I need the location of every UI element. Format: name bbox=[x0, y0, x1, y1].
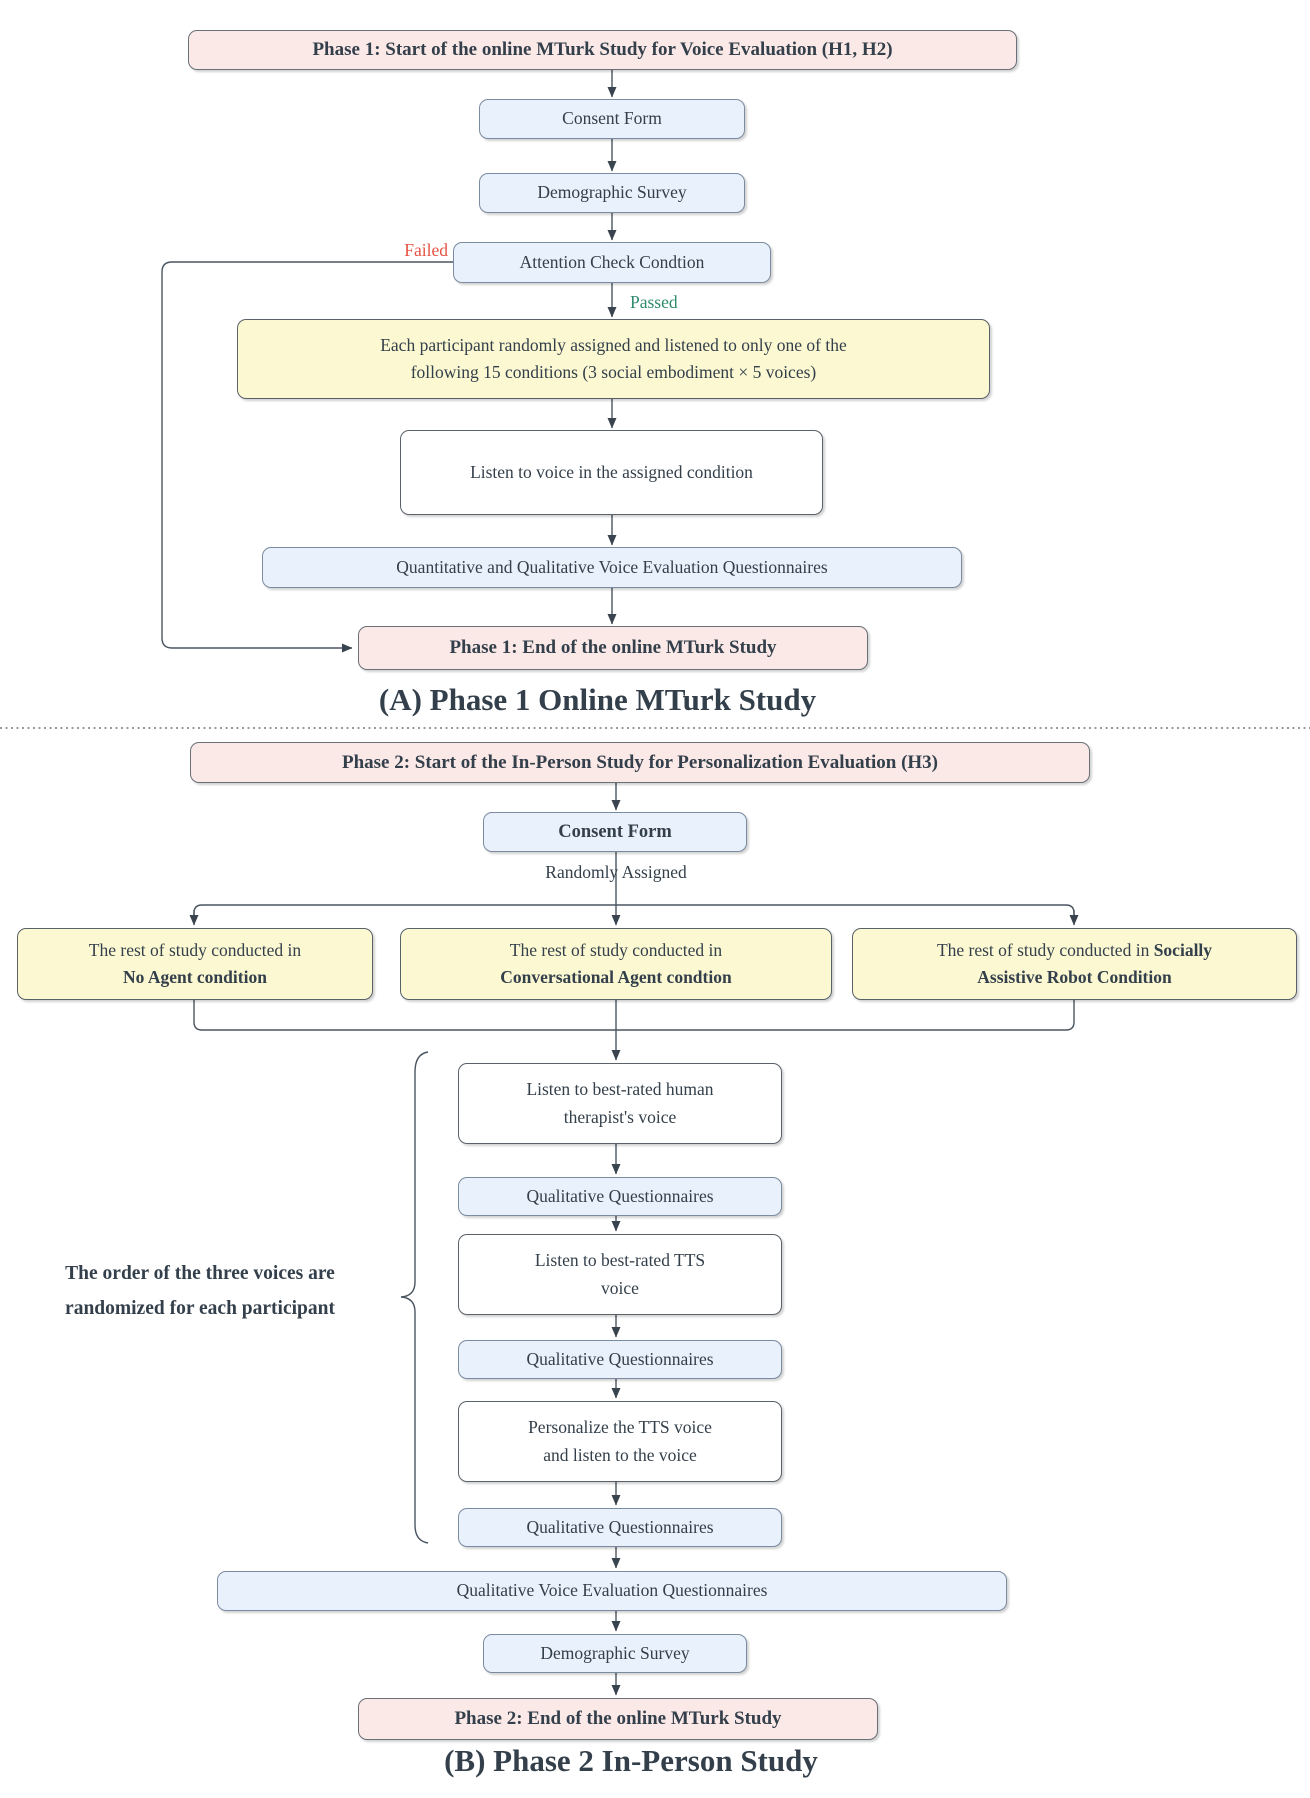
branch1-line1: The rest of study conducted in bbox=[88, 939, 302, 960]
phase1-section-title: (A) Phase 1 Online MTurk Study bbox=[0, 682, 1195, 718]
phase2-qualitative1-node: Qualitative Questionnaires bbox=[458, 1177, 782, 1216]
phase1-listen-node: Listen to voice in the assigned conditio… bbox=[400, 430, 823, 515]
branch2-line2-bold: Conversational Agent condtion bbox=[500, 967, 732, 987]
passed-text: Passed bbox=[630, 292, 678, 312]
phase1-questionnaires-node: Quantitative and Qualitative Voice Evalu… bbox=[262, 547, 962, 588]
order-note-line2: randomized for each participant bbox=[65, 1298, 335, 1320]
line-p2-branch-horizontal bbox=[193, 904, 1075, 916]
listen-tts-line1: Listen to best-rated TTS bbox=[534, 1250, 706, 1271]
phase1-attention-check-label: Attention Check Condtion bbox=[519, 251, 705, 272]
listen-human-line2: therapist's voice bbox=[563, 1106, 677, 1127]
phase2-start-label: Phase 2: Start of the In-Person Study fo… bbox=[341, 751, 939, 773]
phase2-start-node: Phase 2: Start of the In-Person Study fo… bbox=[190, 742, 1090, 783]
branch3-line1-bold: Socially bbox=[1153, 939, 1213, 960]
phase2-listen-human-node: Listen to best-rated human therapist's v… bbox=[458, 1063, 782, 1144]
arrow-p1-failed-loop bbox=[161, 261, 453, 653]
phase1-attention-check-node: Attention Check Condtion bbox=[453, 242, 771, 283]
listen-tts-line2: voice bbox=[601, 1277, 639, 1298]
phase2-branch-robot-node: The rest of study conducted in Socially … bbox=[852, 928, 1297, 1000]
phase2-listen-tts-node: Listen to best-rated TTS voice bbox=[458, 1234, 782, 1315]
phase2-end-node: Phase 2: End of the online MTurk Study bbox=[358, 1698, 878, 1740]
line-p2-merge bbox=[193, 1000, 1075, 1031]
phase1-demographic-label: Demographic Survey bbox=[537, 182, 687, 203]
qualitative2-label: Qualitative Questionnaires bbox=[526, 1348, 714, 1369]
phase2-end-label: Phase 2: End of the online MTurk Study bbox=[454, 1708, 782, 1730]
personalize-line2: and listen to the voice bbox=[543, 1444, 697, 1465]
phase1-start-label: Phase 1: Start of the online MTurk Study… bbox=[312, 39, 893, 61]
phase1-consent-node: Consent Form bbox=[479, 99, 745, 139]
qualitative3-label: Qualitative Questionnaires bbox=[526, 1516, 714, 1537]
assignment-line2: following 15 conditions (3 social embodi… bbox=[410, 362, 817, 382]
qualitative1-label: Qualitative Questionnaires bbox=[526, 1185, 714, 1206]
phase2-section-title-text: (B) Phase 2 In-Person Study bbox=[444, 1743, 818, 1778]
phase1-end-node: Phase 1: End of the online MTurk Study bbox=[358, 626, 868, 670]
assignment-line1: Each participant randomly assigned and l… bbox=[380, 334, 847, 355]
phase2-consent-node: Consent Form bbox=[483, 812, 747, 852]
phase2-qualitative2-node: Qualitative Questionnaires bbox=[458, 1340, 782, 1379]
phase2-consent-label: Consent Form bbox=[558, 821, 672, 842]
passed-edge-label: Passed bbox=[630, 292, 750, 313]
phase2-qualitative3-node: Qualitative Questionnaires bbox=[458, 1508, 782, 1547]
phase1-end-label: Phase 1: End of the online MTurk Study bbox=[449, 637, 777, 659]
phase2-branch-conversational-agent-node: The rest of study conducted in Conversat… bbox=[400, 928, 832, 1000]
phase2-voice-eval-node: Qualitative Voice Evaluation Questionnai… bbox=[217, 1571, 1007, 1611]
phase1-consent-label: Consent Form bbox=[562, 108, 662, 129]
branch3-line1: The rest of study conducted in bbox=[936, 939, 1154, 960]
phase2-branch-no-agent-node: The rest of study conducted in No Agent … bbox=[17, 928, 373, 1000]
voice-eval-label: Qualitative Voice Evaluation Questionnai… bbox=[456, 1580, 768, 1601]
failed-edge-label: Failed bbox=[330, 240, 448, 261]
branch3-line2-bold: Assistive Robot Condition bbox=[977, 967, 1172, 987]
phase2-demographic-node: Demographic Survey bbox=[483, 1634, 747, 1673]
phase1-listen-label: Listen to voice in the assigned conditio… bbox=[470, 461, 753, 482]
randomly-assigned-text: Randomly Assigned bbox=[545, 862, 687, 882]
phase1-questionnaires-label: Quantitative and Qualitative Voice Evalu… bbox=[396, 556, 828, 577]
listen-human-line1: Listen to best-rated human bbox=[526, 1079, 714, 1100]
failed-text: Failed bbox=[404, 240, 448, 260]
phase1-demographic-node: Demographic Survey bbox=[479, 173, 745, 213]
order-note-line1: The order of the three voices are bbox=[65, 1263, 335, 1284]
phase1-start-node: Phase 1: Start of the online MTurk Study… bbox=[188, 30, 1017, 70]
phase2-demographic-label: Demographic Survey bbox=[540, 1642, 690, 1663]
personalize-line1: Personalize the TTS voice bbox=[528, 1417, 712, 1438]
branch1-line2-bold: No Agent condition bbox=[123, 967, 267, 987]
order-note-brace bbox=[400, 1051, 429, 1544]
phase2-section-title: (B) Phase 2 In-Person Study bbox=[0, 1743, 1262, 1779]
voice-order-note: The order of the three voices are random… bbox=[15, 1256, 385, 1326]
branch2-line1: The rest of study conducted in bbox=[509, 939, 723, 960]
phase1-section-title-text: (A) Phase 1 Online MTurk Study bbox=[378, 682, 817, 717]
randomly-assigned-edge-label: Randomly Assigned bbox=[466, 862, 766, 883]
phase2-personalize-node: Personalize the TTS voice and listen to … bbox=[458, 1401, 782, 1482]
phase1-condition-assignment-node: Each participant randomly assigned and l… bbox=[237, 319, 990, 399]
